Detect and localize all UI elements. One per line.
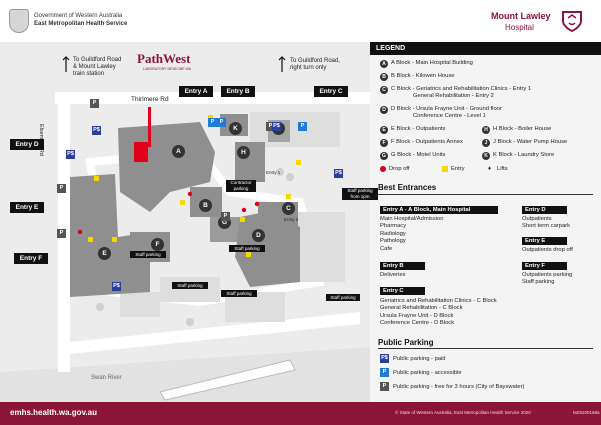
- entry-e-tag: Entry E: [10, 202, 44, 213]
- best-entry-a-list: Main Hospital/Admission Pharmacy Radiolo…: [380, 216, 444, 252]
- legend-parking-paid: P$Public parking - paid: [380, 354, 446, 363]
- entry-f-tag: Entry F: [14, 253, 48, 264]
- entry-icon: [442, 166, 448, 172]
- pathwest-location: [134, 142, 148, 162]
- brand-sub: Hospital: [505, 23, 534, 32]
- footer-url[interactable]: emhs.health.wa.gov.au: [10, 408, 97, 417]
- divider: [378, 348, 593, 349]
- public-parking-title: Public Parking: [378, 338, 434, 347]
- best-entry-b-label: Entry B: [380, 262, 425, 270]
- best-entry-d-list: Outpatients Short term carpark: [522, 216, 570, 230]
- block-h-marker: H: [237, 146, 250, 159]
- pathwest-logo: PathWest: [137, 51, 191, 66]
- header: Government of Western Australia East Met…: [0, 0, 601, 42]
- parking-paid-sign: P$: [334, 169, 343, 178]
- site-map-drawing: [0, 42, 370, 402]
- staff-parking-tag-4: Staff parking: [221, 290, 257, 297]
- best-entry-f-list: Outpatients parking Staff parking: [522, 272, 573, 286]
- parking-accessible-sign: P: [208, 118, 217, 127]
- road-label-thirlmere: Thirlmere Rd: [131, 96, 169, 103]
- parking-paid-icon: P$: [380, 354, 389, 363]
- pathwest-tagline: LABORATORY MEDICINE WA: [143, 67, 192, 71]
- parking-free-sign: P: [90, 99, 99, 108]
- staff-parking-tag-3: Staff parking: [172, 282, 208, 289]
- parking-paid-sign: P$: [112, 282, 121, 291]
- entry-d-tag: Entry D: [10, 139, 44, 150]
- block-a-marker: A: [172, 145, 185, 158]
- legend-title: LEGEND: [376, 45, 406, 52]
- site-map: To Guildford Road & Mount Lawley train s…: [0, 42, 378, 402]
- legend-header: LEGEND: [370, 42, 601, 55]
- contractor-parking-tag: Contractor parking: [226, 180, 256, 192]
- entry-c-tag: Entry C: [314, 86, 348, 97]
- block-e-marker: E: [98, 247, 111, 260]
- best-entrances-title: Best Entrances: [378, 183, 437, 192]
- footer-code: MZ6200158a: [573, 410, 600, 415]
- legend-entry: Entry: [442, 166, 465, 172]
- legend-block-c: C C Block - Geriatrics and Rehabilitatio…: [380, 86, 531, 100]
- staff-parking-tag-1: Staff parking: [130, 251, 166, 258]
- best-entry-e-list: Outpatients drop off: [522, 247, 573, 253]
- best-entry-c-label: Entry C: [380, 287, 425, 295]
- block-f-marker: F: [151, 238, 164, 251]
- direction-left-label: To Guildford Road & Mount Lawley train s…: [73, 57, 122, 77]
- best-entry-f-label: Entry F: [522, 262, 567, 270]
- staff-parking-from-tag: Staff parking from 1pm: [342, 188, 378, 200]
- parking-paid-sign: P$: [92, 126, 101, 135]
- best-entry-b-list: Deliveries: [380, 272, 406, 278]
- staff-parking-tag-2: Staff parking: [229, 245, 265, 252]
- legend-drop-off: Drop off: [380, 166, 410, 172]
- best-entry-d-label: Entry D: [522, 206, 567, 214]
- legend-block-d: D D Block - Ursula Frayne Unit - Ground …: [380, 106, 502, 120]
- gov-line-2: East Metropolitan Health Service: [34, 21, 128, 27]
- block-d-marker: D: [252, 229, 265, 242]
- entry-2-label: Entry 2: [284, 217, 299, 222]
- staff-parking-tag-5: Staff parking: [326, 294, 360, 301]
- footer: emhs.health.wa.gov.au © State of Western…: [0, 402, 601, 425]
- hospital-shield-icon: [562, 11, 582, 33]
- parking-free-sign: P: [266, 122, 275, 131]
- direction-right-label: To Guildford Road, right turn only: [290, 58, 341, 71]
- best-entry-c-list: Geriatrics and Rehabilitation Clinics - …: [380, 298, 497, 327]
- parking-free-sign: P: [57, 184, 66, 193]
- parking-accessible-sign: P: [217, 118, 226, 127]
- block-k-marker: K: [229, 122, 242, 135]
- brand-name: Mount Lawley: [491, 11, 551, 21]
- wa-crest-icon: [9, 9, 29, 33]
- parking-accessible-icon: P: [380, 368, 389, 377]
- parking-free-sign: P: [57, 229, 66, 238]
- parking-accessible-sign: P: [298, 122, 307, 131]
- block-c-marker: C: [282, 202, 295, 215]
- gov-line-1: Government of Western Australia: [34, 13, 123, 19]
- block-b-marker: B: [199, 199, 212, 212]
- best-entry-e-label: Entry E: [522, 237, 567, 245]
- divider: [378, 194, 593, 195]
- entry-1-label: Entry 1: [266, 170, 281, 175]
- entry-b-tag: Entry B: [221, 86, 255, 97]
- lifts-icon: ♦: [488, 166, 492, 172]
- parking-paid-sign: P$: [272, 122, 281, 131]
- parking-paid-sign: P$: [66, 150, 75, 159]
- footer-copyright: © State of Western Australia, East Metro…: [395, 410, 531, 415]
- legend-lifts: ♦Lifts: [488, 166, 508, 172]
- parking-free-icon: P: [380, 382, 389, 391]
- entry-a-tag: Entry A: [179, 86, 213, 97]
- river-label: Swan River: [91, 375, 122, 381]
- drop-off-icon: [380, 166, 386, 172]
- parking-free-sign: P: [221, 212, 230, 221]
- best-entry-a-label: Entry A - A Block, Main Hospital: [380, 206, 498, 214]
